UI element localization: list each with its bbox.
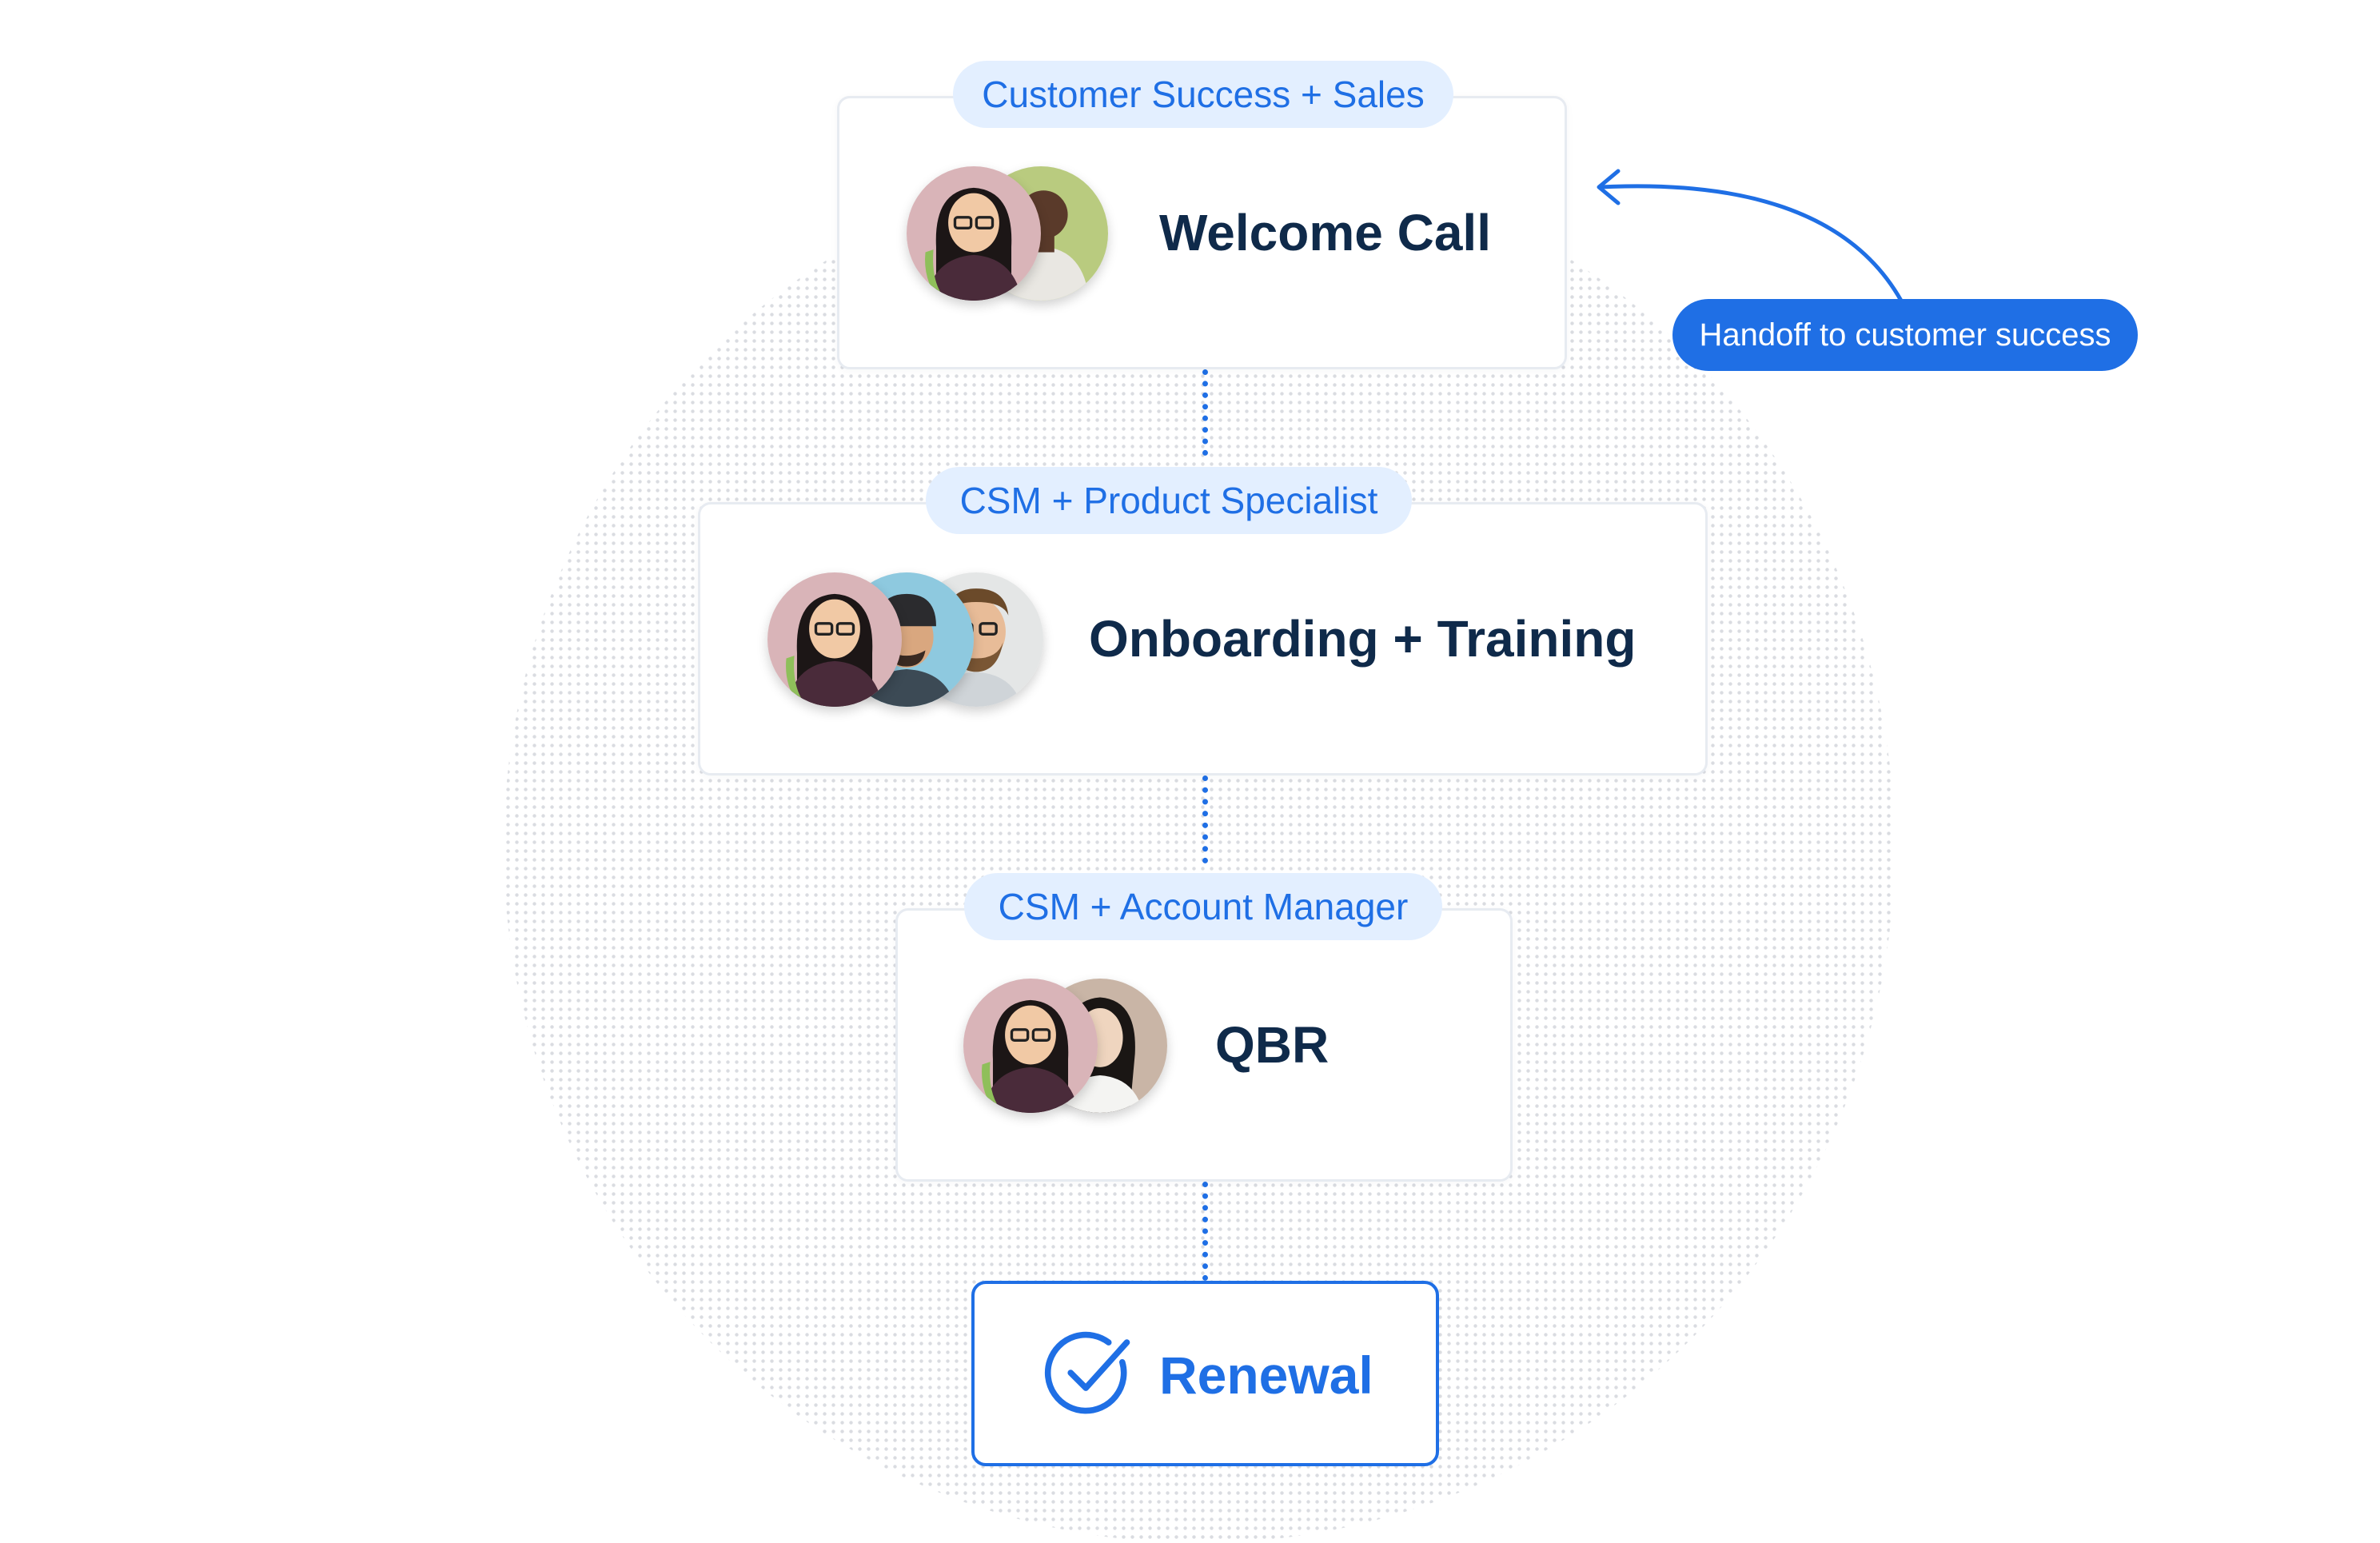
stage-title: Welcome Call [1159, 204, 1491, 261]
handoff-arrow-icon [1597, 169, 1904, 303]
connector-line-2 [1202, 775, 1208, 863]
stage-title: QBR [1215, 1016, 1330, 1074]
team-label-pill: CSM + Account Manager [964, 873, 1442, 940]
stage-title: Onboarding + Training [1089, 610, 1636, 668]
connector-line-3 [1202, 1182, 1208, 1281]
check-circle-icon [1044, 1331, 1130, 1414]
person-avatar-woman-glasses [963, 979, 1098, 1113]
avatar-image [907, 166, 1041, 301]
renewal-label: Renewal [1159, 1346, 1373, 1405]
team-label-pill: CSM + Product Specialist [926, 467, 1412, 534]
person-avatar-woman-glasses [767, 572, 902, 707]
avatar-image [767, 572, 902, 707]
connector-line-1 [1202, 369, 1208, 456]
avatar-image [963, 979, 1098, 1113]
team-label-pill: Customer Success + Sales [953, 61, 1453, 128]
person-avatar-woman-glasses [907, 166, 1041, 301]
handoff-label-pill: Handoff to customer success [1672, 299, 2138, 371]
